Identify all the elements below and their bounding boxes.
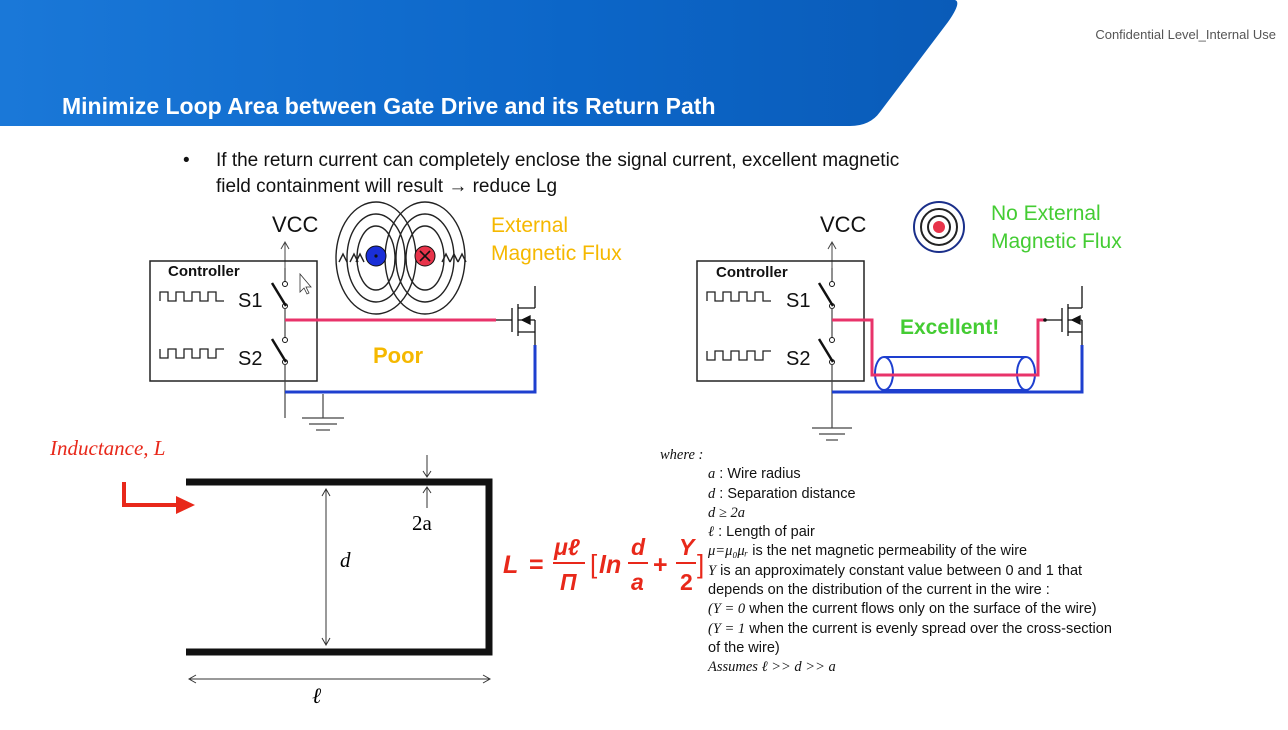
- wire-loop: [186, 478, 493, 656]
- inductance-diagram: Inductance, L 2a d ℓ: [49, 436, 493, 708]
- formula-lhs: L: [503, 551, 518, 579]
- left-vcc-label: VCC: [272, 212, 319, 237]
- def-y1-text: when the current is evenly spread over t…: [745, 620, 1112, 637]
- formula-den: Π: [560, 569, 577, 595]
- left-pulse-lower: [159, 348, 224, 359]
- variable-definitions: where : a : Wire radius d : Separation d…: [660, 446, 1180, 678]
- two-a-label: 2a: [412, 511, 433, 535]
- left-mosfet: [496, 286, 536, 345]
- inductance-label: Inductance, L: [49, 436, 165, 460]
- formula-num: μℓ: [553, 534, 580, 560]
- right-s1-label: S1: [786, 290, 810, 312]
- def-y1-text-2: of the wire): [708, 639, 780, 656]
- bullet-line-2: field containment will result → reduce L…: [216, 176, 558, 197]
- def-l-symbol: ℓ: [708, 524, 715, 541]
- right-flux-label-1: No External: [991, 202, 1101, 225]
- bullet-dot: •: [183, 150, 190, 171]
- def-y-symbol: Y: [708, 562, 717, 579]
- formula-plus: +: [653, 551, 668, 579]
- formula-y-num: Y: [679, 534, 697, 560]
- where-heading: where :: [660, 447, 704, 463]
- right-signal-wire: [832, 318, 1045, 377]
- formula-ln: ln: [599, 551, 621, 579]
- def-condition: d ≥ 2a: [708, 504, 745, 521]
- cursor-icon: [299, 272, 312, 295]
- right-vcc-label: VCC: [820, 212, 867, 237]
- def-assumes: Assumes ℓ >> d >> a: [708, 659, 836, 676]
- right-flux-label-2: Magnetic Flux: [991, 230, 1122, 253]
- right-s2-label: S2: [786, 348, 810, 370]
- left-flux-label-2: Magnetic Flux: [491, 242, 622, 265]
- right-controller-label: Controller: [716, 264, 788, 281]
- def-a-text: : Wire radius: [715, 466, 801, 483]
- formula-y-den: 2: [680, 569, 693, 595]
- left-magnetic-field: [335, 201, 467, 315]
- def-y-text-2: depends on the distribution of the curre…: [708, 582, 1050, 599]
- inductance-formula: L = μℓ Π [ ln d a + Y 2 ]: [503, 534, 704, 595]
- right-circuit: VCC Controller S1 S2: [696, 201, 1122, 441]
- confidential-label: Confidential Level_Internal Use: [1095, 27, 1276, 42]
- formula-frac-num: d: [631, 534, 646, 560]
- right-pulse-upper: [706, 291, 771, 302]
- right-pulse-lower: [706, 350, 771, 361]
- formula-frac-den: a: [631, 569, 644, 595]
- header-banner: [0, 0, 958, 126]
- page-title: Minimize Loop Area between Gate Drive an…: [62, 93, 716, 119]
- formula-eq: =: [529, 551, 544, 579]
- def-a-symbol: a: [708, 466, 716, 483]
- d-label: d: [340, 548, 351, 572]
- contained-field-icon: [913, 201, 965, 253]
- right-verdict: Excellent!: [900, 316, 999, 339]
- bullet-line-1: If the return current can completely enc…: [216, 150, 900, 171]
- def-y0-symbol: (Y = 0: [708, 601, 746, 618]
- def-d-text: : Separation distance: [715, 485, 856, 502]
- def-y1-symbol: (Y = 1: [708, 620, 746, 637]
- ell-label: ℓ: [312, 683, 322, 708]
- left-return-wire: [285, 345, 537, 394]
- def-mu-text: is the net magnetic permeability of the …: [748, 543, 1028, 560]
- svg-text:]: ]: [697, 549, 704, 579]
- left-s2-label: S2: [238, 348, 262, 370]
- left-flux-label-1: External: [491, 214, 568, 237]
- red-arrow-icon: [122, 482, 178, 507]
- svg-text:[: [: [590, 549, 598, 579]
- left-verdict: Poor: [373, 343, 424, 368]
- right-mosfet: [1045, 286, 1083, 345]
- left-controller-label: Controller: [168, 263, 240, 280]
- right-return-wire: [832, 345, 1084, 394]
- left-pulse-upper: [159, 291, 224, 302]
- def-y0-text: when the current flows only on the surfa…: [745, 601, 1097, 618]
- left-s1-label: S1: [238, 290, 262, 312]
- def-d-symbol: d: [708, 485, 716, 502]
- def-l-text: : Length of pair: [714, 524, 815, 541]
- def-mu-symbol: μ=μ₀μᵣ: [708, 543, 749, 560]
- def-y-text: is an approximately constant value betwe…: [716, 562, 1083, 579]
- left-circuit: VCC Controller S1 S2: [149, 201, 622, 431]
